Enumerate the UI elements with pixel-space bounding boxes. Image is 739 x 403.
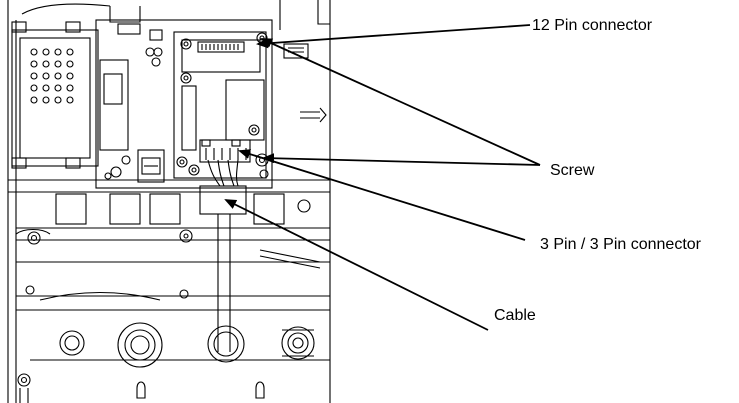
label-12-pin-connector: 12 Pin connector	[532, 17, 653, 34]
leader-screw-lower	[262, 153, 541, 166]
main-board	[95, 19, 273, 189]
lower-body	[15, 193, 321, 301]
label-cable: Cable	[494, 307, 536, 324]
studs	[17, 373, 265, 403]
vent-holes	[30, 48, 74, 104]
leader-cable	[224, 199, 489, 331]
leader-screw-upper	[260, 38, 541, 166]
side-connector	[283, 43, 327, 123]
leader-lines	[224, 24, 541, 331]
sub-board	[173, 31, 269, 179]
leader-3pin	[238, 149, 526, 241]
pin12-header	[197, 41, 245, 53]
cable-bundle	[199, 159, 247, 352]
label-3-pin-connector: 3 Pin / 3 Pin connector	[540, 236, 701, 253]
unit-housing	[7, 0, 331, 403]
leader-12pin	[256, 24, 531, 49]
label-screw: Screw	[550, 162, 595, 179]
left-module	[11, 21, 99, 169]
grommets	[59, 322, 315, 368]
